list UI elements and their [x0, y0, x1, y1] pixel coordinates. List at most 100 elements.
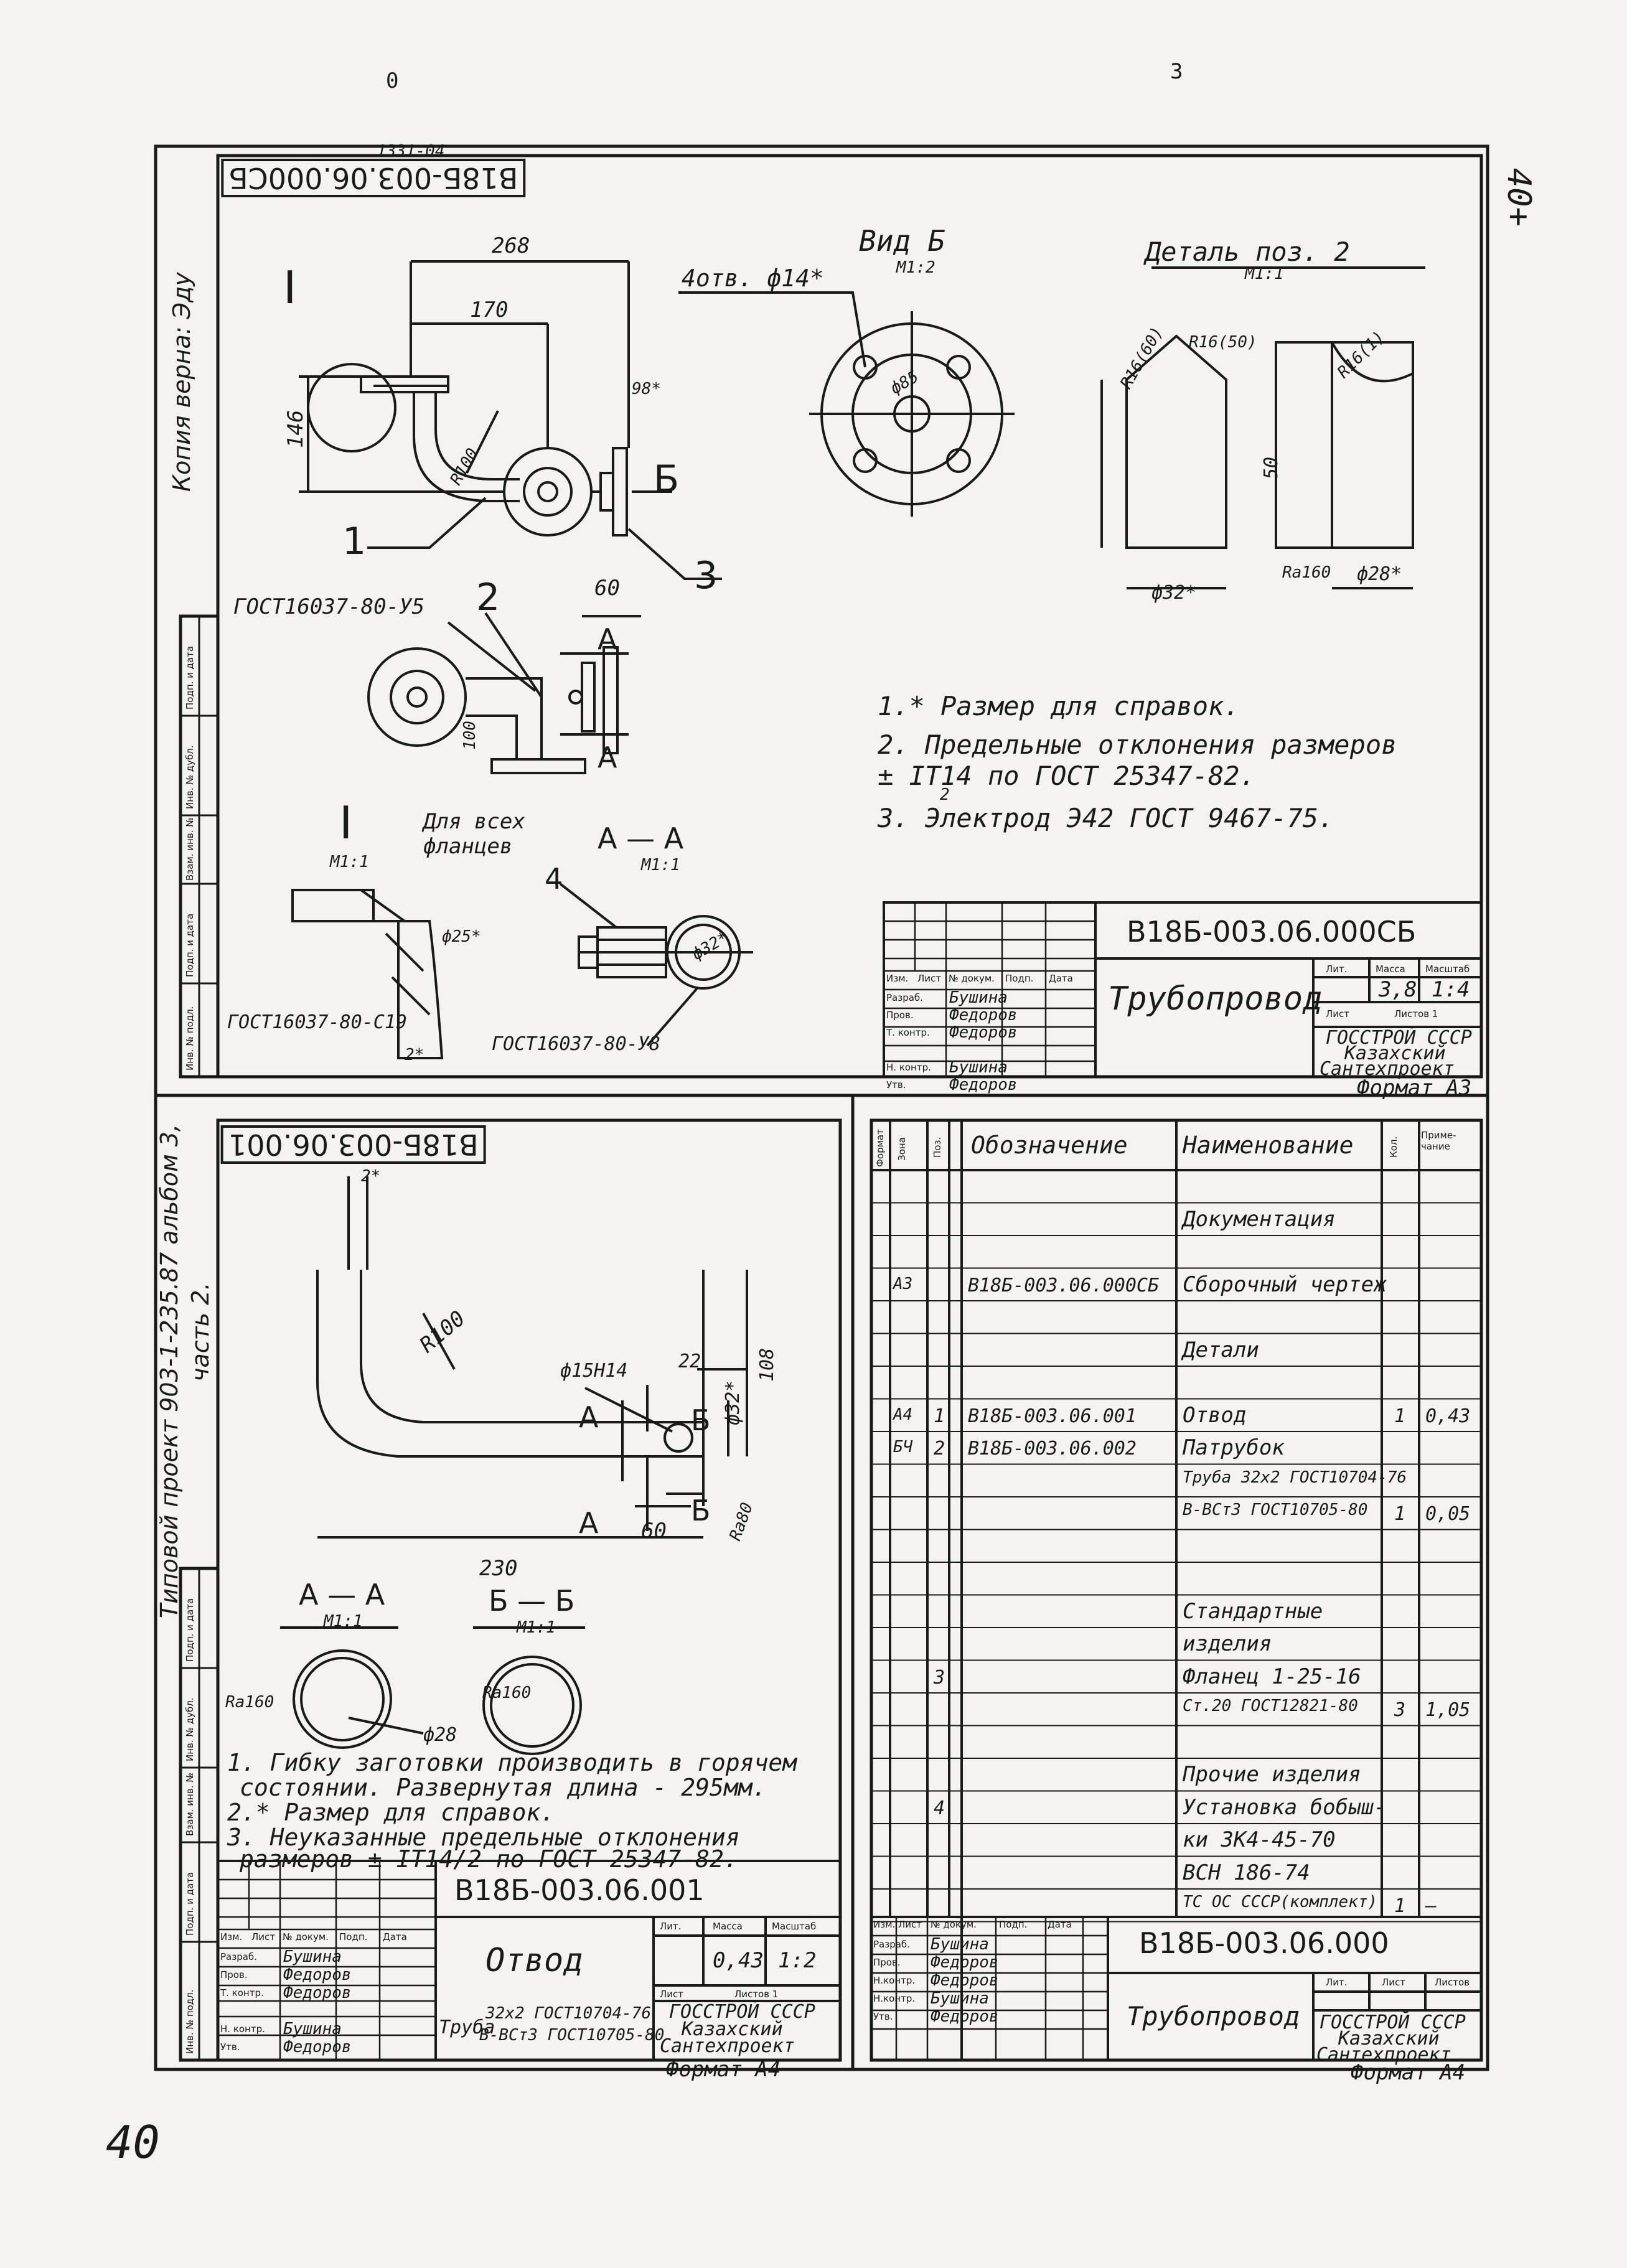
spec-cell-qty: 3: [1394, 1699, 1406, 1721]
staff-role: Утв.: [886, 1079, 906, 1090]
spec-title-name: Трубопровод: [1127, 2001, 1300, 2031]
staff-role: Т. контр.: [886, 1027, 930, 1038]
staff-name: Бушина: [283, 1947, 342, 1966]
role-header: Изм.: [886, 973, 909, 984]
role-header: Дата: [383, 1931, 407, 1942]
dim-32: ф32*: [1151, 582, 1197, 604]
dim-230: 230: [479, 1556, 518, 1581]
label-B-top: Б: [691, 1403, 711, 1437]
spec-cell-name: ТС ОС СССР(комплект): [1183, 1893, 1378, 1911]
spec-cell-note: 1,05: [1425, 1699, 1471, 1721]
spec-cell-name: Патрубок: [1183, 1435, 1285, 1460]
role-header: № докум.: [931, 1919, 977, 1930]
section-AA-title: А — А: [598, 822, 684, 855]
roughness-2: R16(50): [1189, 333, 1257, 352]
weld-gost-3: ГОСТ16037-80-У8: [492, 1033, 660, 1055]
sheets-label: Листов 1: [1394, 1008, 1438, 1019]
label-B: Б: [654, 457, 680, 501]
mass-header: Масса: [713, 1921, 743, 1932]
spec-sheet-header: Лист: [1382, 1977, 1406, 1988]
note-line: ± IT14 по ГОСТ 25347-82.: [878, 761, 1255, 791]
stamp-cell: Инв. № подл.: [184, 1989, 195, 2054]
staff-role: Т. контр.: [220, 1987, 264, 1999]
role-header: Лист: [251, 1931, 276, 1942]
detail-scale: М1:1: [1245, 265, 1284, 283]
org-3: Сантехпроект: [660, 2035, 795, 2057]
top-zero-mark: 0: [386, 68, 399, 93]
staff-name: Федоров: [949, 1006, 1018, 1024]
spec-header-zone: Зона: [896, 1137, 907, 1161]
role-header: Дата: [1048, 1919, 1072, 1930]
staff-name: Бушина: [931, 1935, 989, 1954]
dim-50: 50: [1260, 456, 1282, 479]
spec-cell-name: Установка бобыш-: [1183, 1794, 1387, 1820]
spec-cell-note: 0,43: [1425, 1405, 1471, 1427]
pos-3: 3: [694, 554, 718, 597]
spec-cell-format: А3: [893, 1274, 913, 1293]
dim-60: 60: [641, 1519, 667, 1544]
top-stamp: 1331-04: [377, 142, 445, 161]
right-corner-mark: 40+: [1500, 168, 1537, 227]
org-3: Сантехпроект: [1320, 1058, 1455, 1080]
view-B-scale: М1:2: [896, 258, 935, 277]
note-line: 1. Гибку заготовки производить в горячем: [227, 1749, 797, 1776]
format-label: Формат А4: [666, 2057, 781, 2082]
note-line: 2. Предельные отклонения размеров: [878, 729, 1397, 760]
section-I-scale: М1:1: [330, 853, 369, 871]
spec-cell-name: Детали: [1183, 1337, 1259, 1362]
dim-2: 2*: [405, 1046, 424, 1064]
staff-name: Бушина: [931, 1989, 989, 2008]
top-three-mark: 3: [1170, 59, 1183, 84]
spec-cell-note: —: [1425, 1895, 1437, 1917]
role-header: Подп.: [339, 1931, 368, 1942]
page-number: 40: [106, 2116, 160, 2168]
staff-role: Н. контр.: [220, 2023, 265, 2035]
scale-value: 1:4: [1432, 977, 1470, 1002]
staff-name: Федоров: [283, 2038, 352, 2056]
title-code: В18Б-003.06.001: [454, 1873, 705, 1907]
dim-2: 2*: [361, 1167, 381, 1186]
label-A-top: А: [579, 1400, 599, 1434]
side-project-note-1: Типовой проект 903-1-235.87 альбом 3,: [156, 1123, 183, 1618]
title-name: Трубопровод: [1108, 980, 1323, 1018]
side-copy-note: Копия верна: Эду: [168, 272, 195, 492]
holes-note: 4отв. ф14*: [682, 265, 824, 292]
mass-header: Масса: [1376, 963, 1405, 975]
staff-role: Пров.: [873, 1957, 901, 1968]
spec-cell-format: БЧ: [893, 1438, 913, 1456]
stamp-cell: Инв. № дубл.: [184, 745, 195, 809]
role-header: Изм.: [220, 1931, 243, 1942]
spec-cell-designation: В18Б-003.06.000СБ: [968, 1274, 1160, 1296]
stamp-cell: Взам. инв. №: [184, 1773, 195, 1836]
dim-60: 60: [594, 576, 620, 601]
view-B-title: Вид Б: [859, 224, 945, 258]
role-header: Изм.: [873, 1919, 896, 1930]
spec-cell-pos: 1: [934, 1405, 945, 1427]
spec-cell-qty: 1: [1394, 1503, 1406, 1525]
spec-header-note: Приме-чание: [1421, 1130, 1456, 1152]
dim-22: 22: [678, 1351, 701, 1372]
spec-cell-name: Сборочный чертеж: [1183, 1272, 1387, 1297]
spec-header-designation: Обозначение: [971, 1132, 1128, 1159]
spec-cell-designation: В18Б-003.06.001: [968, 1405, 1137, 1427]
title-name: Отвод: [485, 1942, 583, 1979]
section-AA-scale: М1:1: [324, 1612, 363, 1631]
spec-cell-pos: 3: [934, 1666, 945, 1689]
staff-name: Федоров: [949, 1075, 1018, 1094]
section-I-title: I: [339, 797, 353, 849]
spec-org-3: Сантехпроект: [1316, 2044, 1451, 2066]
sheet-label: Лист: [1326, 1008, 1350, 1019]
spec-cell-pos: 2: [934, 1438, 945, 1460]
stamp-cell: Подп. и дата: [184, 645, 195, 710]
staff-name: Федоров: [931, 2007, 999, 2026]
staff-name: Федоров: [931, 1971, 999, 1990]
spec-cell-name: Труба 32х2 ГОСТ10704-76: [1183, 1468, 1407, 1487]
sheets-label: Листов 1: [734, 1989, 779, 2000]
section-I-note-2: фланцев: [423, 834, 513, 859]
spec-lit-header: Лит.: [1326, 1977, 1348, 1988]
label-A-top: А: [598, 622, 617, 656]
mirrored-code: В18Б-003.06.000СБ: [221, 159, 526, 197]
spec-header-qty: Кол.: [1388, 1136, 1399, 1158]
roughness-b: Ra160: [482, 1684, 532, 1702]
stamp-cell: Инв. № подл.: [184, 1006, 195, 1071]
